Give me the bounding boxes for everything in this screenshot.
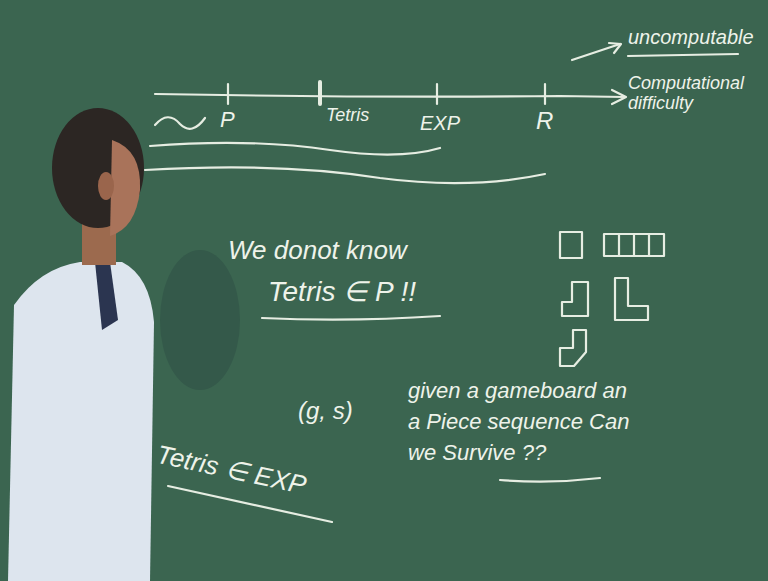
underline — [168, 486, 332, 522]
shadow — [160, 250, 240, 390]
chalk-label: R — [536, 108, 553, 134]
number-line — [155, 94, 625, 97]
wavy-line — [155, 117, 205, 129]
lecturer-collar — [95, 262, 118, 330]
i-piece-cells — [619, 234, 649, 256]
chalk-label: Tetris ∈ EXP — [154, 440, 309, 500]
i-piece — [604, 234, 664, 256]
chalk-label: We donot know — [228, 236, 407, 265]
underline — [628, 54, 738, 56]
chalk-label: EXP — [420, 112, 460, 134]
chalk-label: given a gameboard an a Piece sequence Ca… — [408, 376, 643, 468]
j-piece — [562, 282, 588, 316]
chalk-label: uncomputable — [628, 26, 754, 48]
range-curve — [150, 143, 440, 155]
tick-mark — [436, 84, 438, 104]
lecturer-ear — [98, 172, 114, 200]
underline — [262, 316, 440, 320]
o-piece — [560, 232, 582, 258]
arrow-head — [609, 43, 621, 53]
l-piece — [615, 278, 648, 320]
chalk-label: Computational difficulty — [628, 74, 760, 114]
chalk-label: Tetris — [326, 106, 369, 126]
pointer-arrow — [572, 44, 620, 60]
chalk-label: Tetris ∈ P !! — [268, 277, 416, 308]
arrow-head — [612, 90, 626, 104]
range-curve — [145, 167, 545, 183]
lecturer-shirt — [8, 262, 154, 581]
chalk-label: (g, s) — [298, 398, 353, 424]
lecturer-face — [110, 140, 140, 236]
chalk-label: P — [220, 108, 235, 132]
tick-mark — [227, 84, 229, 104]
underline — [500, 478, 600, 482]
s-piece — [560, 330, 586, 366]
tick-mark — [544, 84, 546, 104]
tick-mark — [318, 82, 322, 104]
